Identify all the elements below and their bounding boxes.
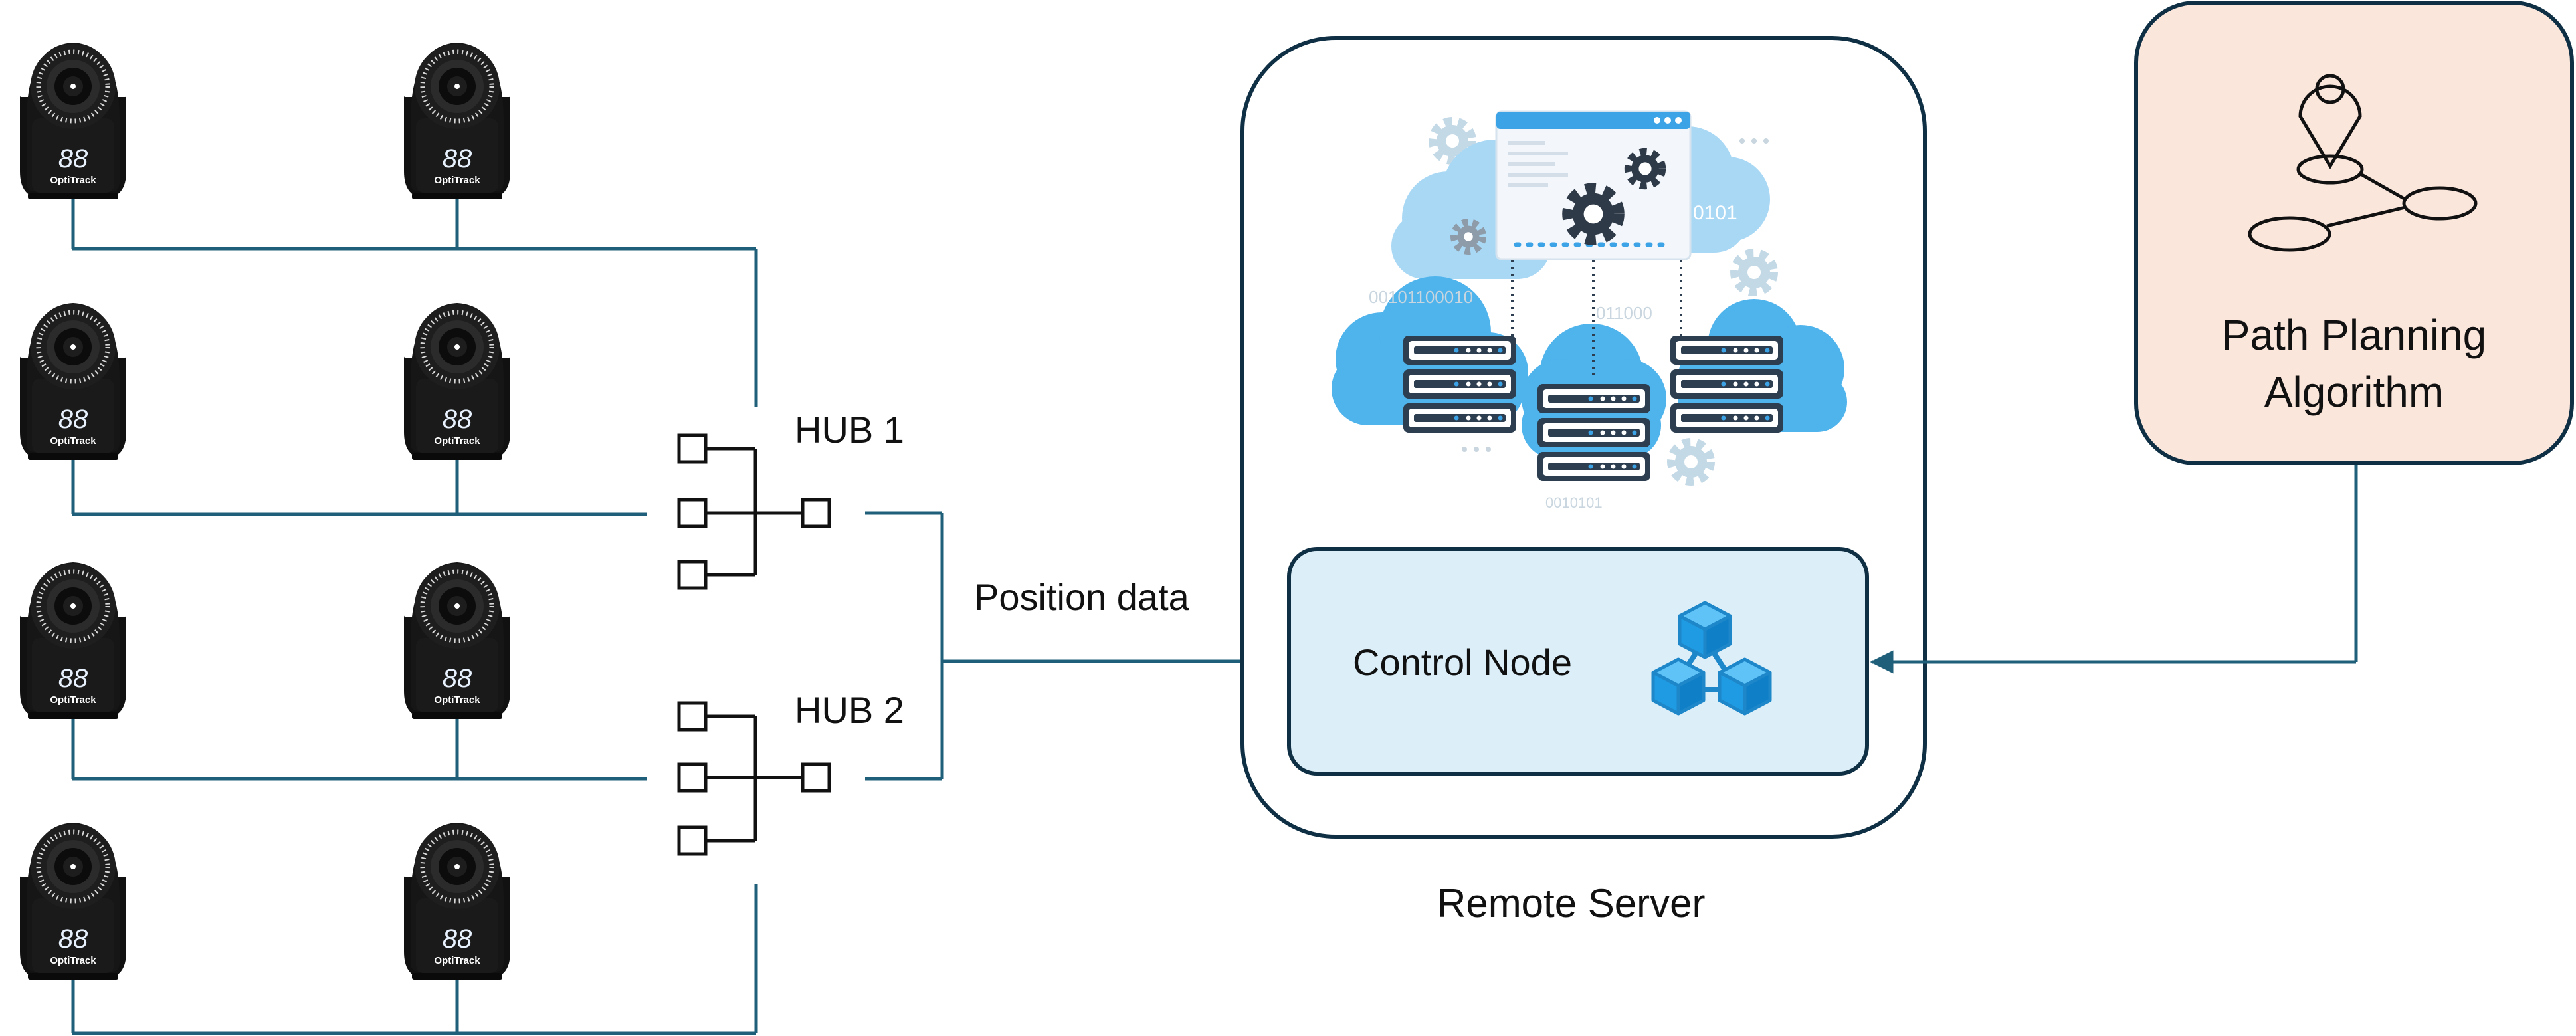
hub-1: HUB 1 [677,409,904,590]
path-planning-label-line1: Path Planning [2222,311,2487,359]
binary-text-a: 0101 [1693,202,1737,224]
camera-brand: OptiTrack [434,175,480,186]
path-planning-label-line2: Algorithm [2264,368,2444,416]
camera-brand: OptiTrack [50,694,96,706]
camera-brand: OptiTrack [434,955,480,966]
camera-display: 88 [443,664,472,693]
path-planning-link [1870,465,2358,674]
camera-array: 88OptiTrack88OptiTrack88OptiTrack88OptiT… [20,43,510,980]
hub-2: HUB 2 [677,689,904,856]
camera-brand: OptiTrack [50,175,96,186]
control-node-box [1287,547,1869,776]
camera-display: 88 [443,144,472,173]
camera-brand: OptiTrack [50,955,96,966]
camera-display: 88 [443,405,472,434]
path-planning-algorithm: Path Planning Algorithm [2134,1,2574,465]
hub-1-label: HUB 1 [795,409,904,451]
cloud-server-icon: 0101 00101100010 011000 0010101 [1332,110,1847,511]
remote-server: 0101 00101100010 011000 0010101 [1240,36,1927,926]
camera-display: 88 [58,405,88,434]
remote-server-label: Remote Server [1437,881,1705,926]
binary-text-d: 0010101 [1545,494,1603,511]
camera-display: 88 [58,144,88,173]
camera-brand: OptiTrack [434,694,480,706]
blockchain-icon [1653,603,1770,714]
binary-text-c: 011000 [1596,303,1652,323]
camera-display: 88 [58,924,88,954]
hub-2-label: HUB 2 [795,689,904,731]
hub-uplink [865,511,1284,781]
path-planning-box [2134,1,2574,465]
hub-icon [677,433,831,590]
camera-display: 88 [443,924,472,954]
camera-brand: OptiTrack [50,435,96,447]
camera-display: 88 [58,664,88,693]
control-node-label: Control Node [1353,641,1572,683]
map-pin-graph-icon [2248,74,2478,252]
camera-brand: OptiTrack [434,435,480,447]
binary-text-b: 00101100010 [1369,287,1473,307]
camera-wiring [71,198,758,1035]
hub-icon [677,701,831,856]
position-data-label: Position data [974,576,1190,618]
control-node: Control Node [1287,547,1869,776]
